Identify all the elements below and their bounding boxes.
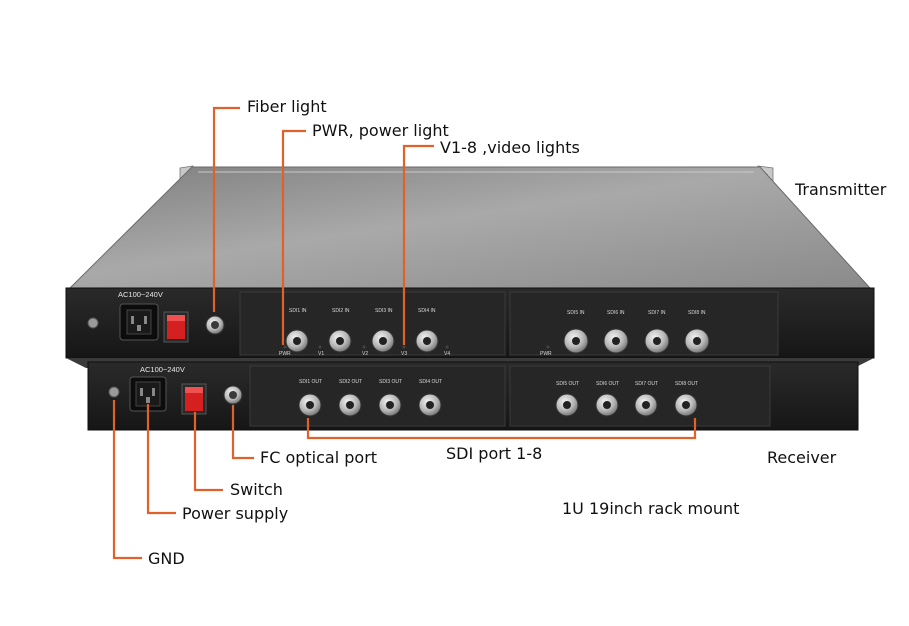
pwr-mark: PWR — [279, 351, 291, 357]
pwr-light-leader — [281, 129, 306, 345]
rx-port-label: SDI6 OUT — [596, 381, 619, 387]
tx-port-label: SDI4 IN — [418, 308, 436, 314]
v-led-label: V3 — [401, 351, 407, 357]
v-led-label: V4 — [444, 351, 450, 357]
v-led-label: V1 — [318, 351, 324, 357]
switch-label: Switch — [230, 480, 283, 499]
rx-port-label: SDI2 OUT — [339, 379, 362, 385]
power-supply-leader — [146, 404, 176, 515]
tx-port-label: SDI7 IN — [648, 310, 666, 316]
tx-port-label: SDI3 IN — [375, 308, 393, 314]
pwr-mark: PWR — [540, 351, 552, 357]
rx-port-label: SDI8 OUT — [675, 381, 698, 387]
rack-mount-label: 1U 19inch rack mount — [562, 499, 740, 518]
video-lights-label: V1-8 ,video lights — [440, 138, 580, 157]
fc-port-leader — [231, 405, 254, 460]
svg-text:AC100~240V: AC100~240V — [118, 290, 163, 299]
gnd-leader — [112, 400, 142, 560]
rx-port-label: SDI3 OUT — [379, 379, 402, 385]
fiber-light-label: Fiber light — [247, 97, 327, 116]
receiver-unit: AC100~240V SDI1 OUT SDI2 OUT SDI3 OUT SD… — [66, 358, 874, 431]
pwr-light-label: PWR, power light — [312, 121, 449, 140]
tx-port-label: SDI5 IN — [567, 310, 585, 316]
tx-port-label: SDI1 IN — [289, 308, 307, 314]
video-lights-leader — [402, 144, 434, 345]
fc-port-label: FC optical port — [260, 448, 378, 467]
switch-leader — [193, 412, 223, 492]
rx-port-label: SDI5 OUT — [556, 381, 579, 387]
tx-port-label: SDI8 IN — [688, 310, 706, 316]
v-led-label: V2 — [362, 351, 368, 357]
rx-port-label: SDI4 OUT — [419, 379, 442, 385]
sdi-port-leader — [306, 418, 697, 440]
rx-port-label: SDI1 OUT — [299, 379, 322, 385]
tx-port-label: SDI2 IN — [332, 308, 350, 314]
transmitter-unit: AC100~240V — [65, 165, 875, 359]
transmitter-label: Transmitter — [795, 180, 887, 199]
ac-range-mark: AC100~240V — [140, 365, 185, 374]
fiber-light-leader — [212, 106, 240, 312]
sdi-port-label: SDI port 1-8 — [446, 444, 543, 463]
receiver-label: Receiver — [767, 448, 837, 467]
gnd-label: GND — [148, 549, 185, 568]
rx-port-label: SDI7 OUT — [635, 381, 658, 387]
power-supply-label: Power supply — [182, 504, 289, 523]
tx-port-label: SDI6 IN — [607, 310, 625, 316]
callout-lines — [112, 106, 697, 560]
